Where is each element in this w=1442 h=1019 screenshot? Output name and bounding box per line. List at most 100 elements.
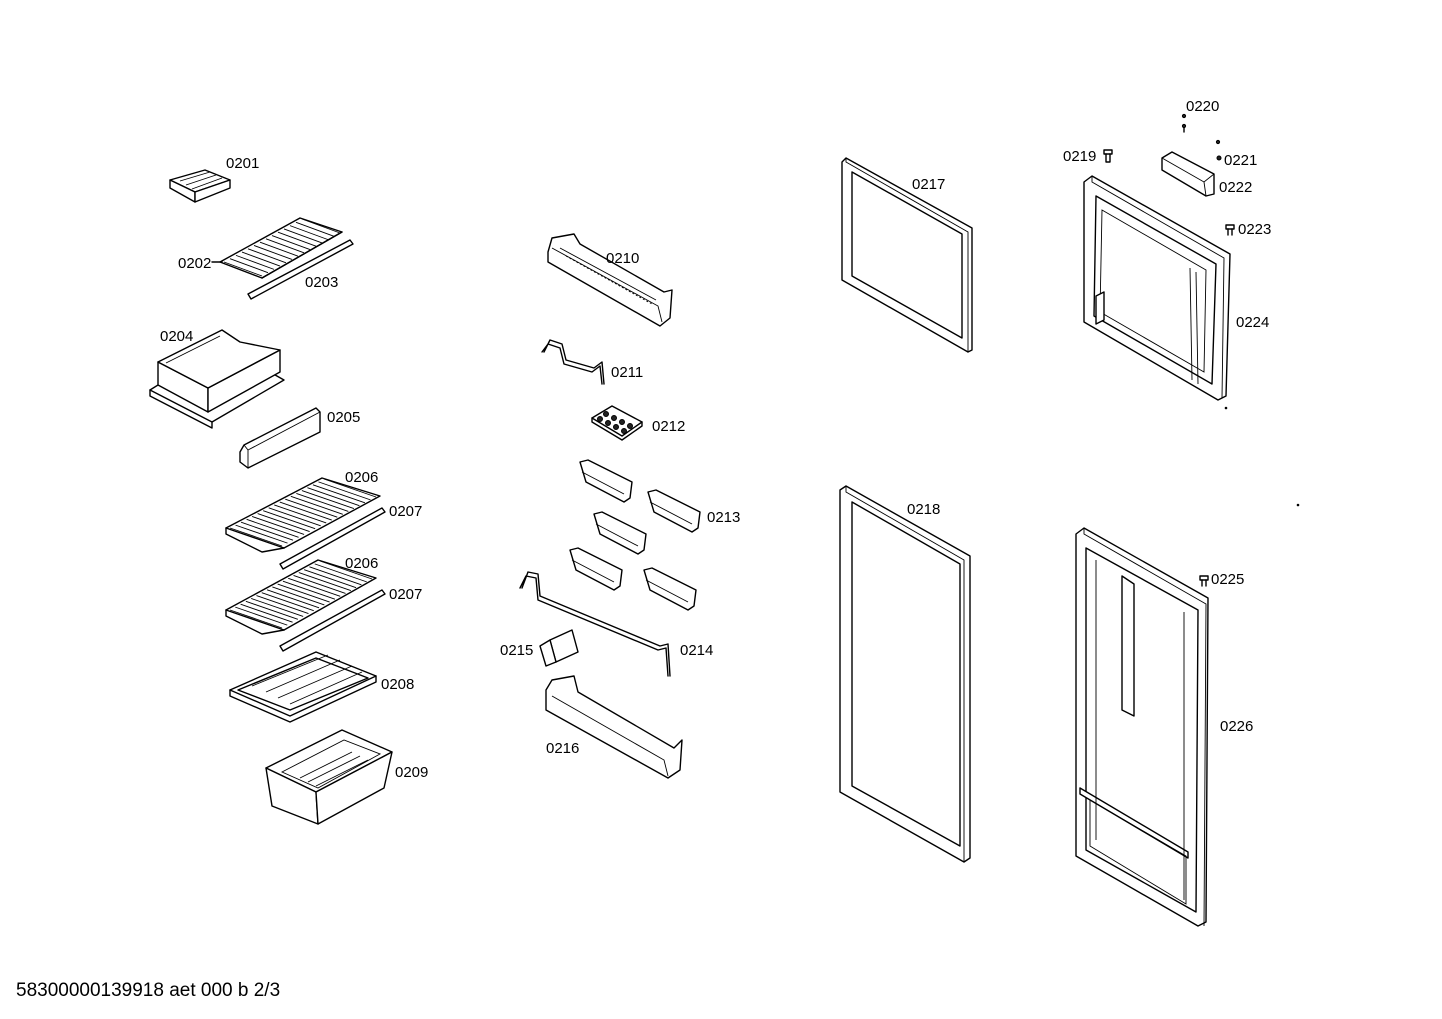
shelf-wire (307, 487, 360, 507)
shelf-wire (301, 218, 341, 234)
part-glass-shelf-a (225, 477, 381, 553)
part-screw-0225 (1199, 575, 1209, 587)
label-0205: 0205 (327, 409, 360, 426)
part-drawer-tray (149, 329, 285, 429)
shelf-wire (251, 516, 305, 535)
label-0206-b: 0206 (345, 555, 378, 572)
part-door-handle (1161, 151, 1215, 197)
shelf-wire (247, 248, 287, 264)
part-trim-strip-top (247, 239, 354, 300)
shelf-wire (309, 566, 362, 586)
part-door-bin-top (547, 233, 673, 327)
part-ice-tray (169, 169, 231, 203)
shelf-wire (266, 589, 320, 609)
shelf-wire (279, 501, 332, 521)
shelf-wire (293, 574, 346, 594)
shelf-wire (261, 592, 314, 612)
label-0217: 0217 (912, 176, 945, 193)
shelf-wire (263, 510, 316, 530)
shelf-wire (251, 598, 304, 617)
label-0214: 0214 (680, 642, 713, 659)
shelf-wire (303, 569, 357, 589)
part-shelf-trim-b (279, 589, 386, 652)
shelf-wire (272, 586, 325, 606)
part-wire-shelf-top (219, 217, 343, 279)
part-fridge-door (1075, 527, 1209, 927)
part-freezer-door-gasket (841, 157, 973, 353)
shelf-wire (271, 235, 311, 250)
shelf-wire (246, 518, 299, 538)
label-0209: 0209 (395, 764, 428, 781)
shelf-wire (241, 251, 281, 267)
label-0204: 0204 (160, 328, 193, 345)
shelf-wire (229, 609, 283, 629)
label-0223: 0223 (1238, 221, 1271, 238)
label-0207-b: 0207 (389, 586, 422, 603)
shelf-wire (259, 241, 299, 257)
shelf-wire (257, 513, 310, 533)
label-0213: 0213 (707, 509, 740, 526)
shelf-wire (240, 603, 293, 623)
label-0216: 0216 (546, 740, 579, 757)
part-small-bins (569, 459, 701, 611)
label-0208: 0208 (381, 676, 414, 693)
label-0207-a: 0207 (389, 503, 422, 520)
shelf-wire (240, 521, 294, 541)
label-0210: 0210 (606, 250, 639, 267)
shelf-wire (319, 560, 373, 580)
shelf-wire (235, 524, 288, 544)
shelf-wire (268, 507, 321, 527)
shelf-wire (235, 254, 275, 270)
shelf-wire (296, 492, 349, 512)
shelf-wire (323, 478, 377, 498)
label-0215: 0215 (500, 642, 533, 659)
label-0222: 0222 (1219, 179, 1252, 196)
shelf-wire (295, 221, 335, 237)
shelf-wire (283, 228, 323, 244)
part-screw-0219 (1103, 149, 1113, 163)
document-code: 58300000139918 aet 000 b 2/3 (16, 980, 281, 1001)
part-wire-bar-long (519, 571, 671, 677)
shelf-wire (265, 238, 305, 254)
shelf-wire (229, 527, 283, 547)
shelf-wire (312, 484, 366, 504)
shelf-wire (301, 490, 355, 509)
part-glass-shelf-b (225, 559, 377, 635)
part-wire-bar-small (541, 339, 605, 385)
label-0219: 0219 (1063, 148, 1096, 165)
label-0202: 0202 (178, 255, 211, 272)
label-0224: 0224 (1236, 314, 1269, 331)
shelf-wire (245, 600, 299, 620)
shelf-wire (253, 245, 293, 260)
part-shelf-trim-a (279, 507, 386, 570)
part-screws-top (1181, 113, 1222, 161)
shelf-wire (223, 261, 263, 277)
part-screw-0223 (1225, 224, 1235, 236)
label-0201: 0201 (226, 155, 259, 172)
shelf-wire (290, 495, 343, 515)
shelf-wire (229, 258, 269, 274)
part-fridge-door-gasket (839, 485, 971, 863)
part-cover-panel (239, 407, 321, 469)
label-0226: 0226 (1220, 718, 1253, 735)
shelf-wire (282, 580, 336, 600)
shelf-wire (277, 231, 317, 247)
shelf-wire (274, 504, 327, 524)
shelf-wire (235, 606, 288, 626)
shelf-wire (289, 225, 329, 241)
label-0212: 0212 (652, 418, 685, 435)
shelf-wire (314, 563, 367, 583)
part-vegetable-drawer (265, 729, 393, 825)
shelf-wire (256, 595, 309, 615)
part-egg-tray (591, 405, 643, 441)
label-0220: 0220 (1186, 98, 1219, 115)
part-door-bin-bottom (545, 675, 683, 779)
label-0225: 0225 (1211, 571, 1244, 588)
part-clip (539, 629, 579, 667)
label-0203: 0203 (305, 274, 338, 291)
label-0206-a: 0206 (345, 469, 378, 486)
shelf-wire (285, 498, 338, 518)
label-0211: 0211 (611, 364, 643, 381)
shelf-wire (318, 481, 371, 501)
